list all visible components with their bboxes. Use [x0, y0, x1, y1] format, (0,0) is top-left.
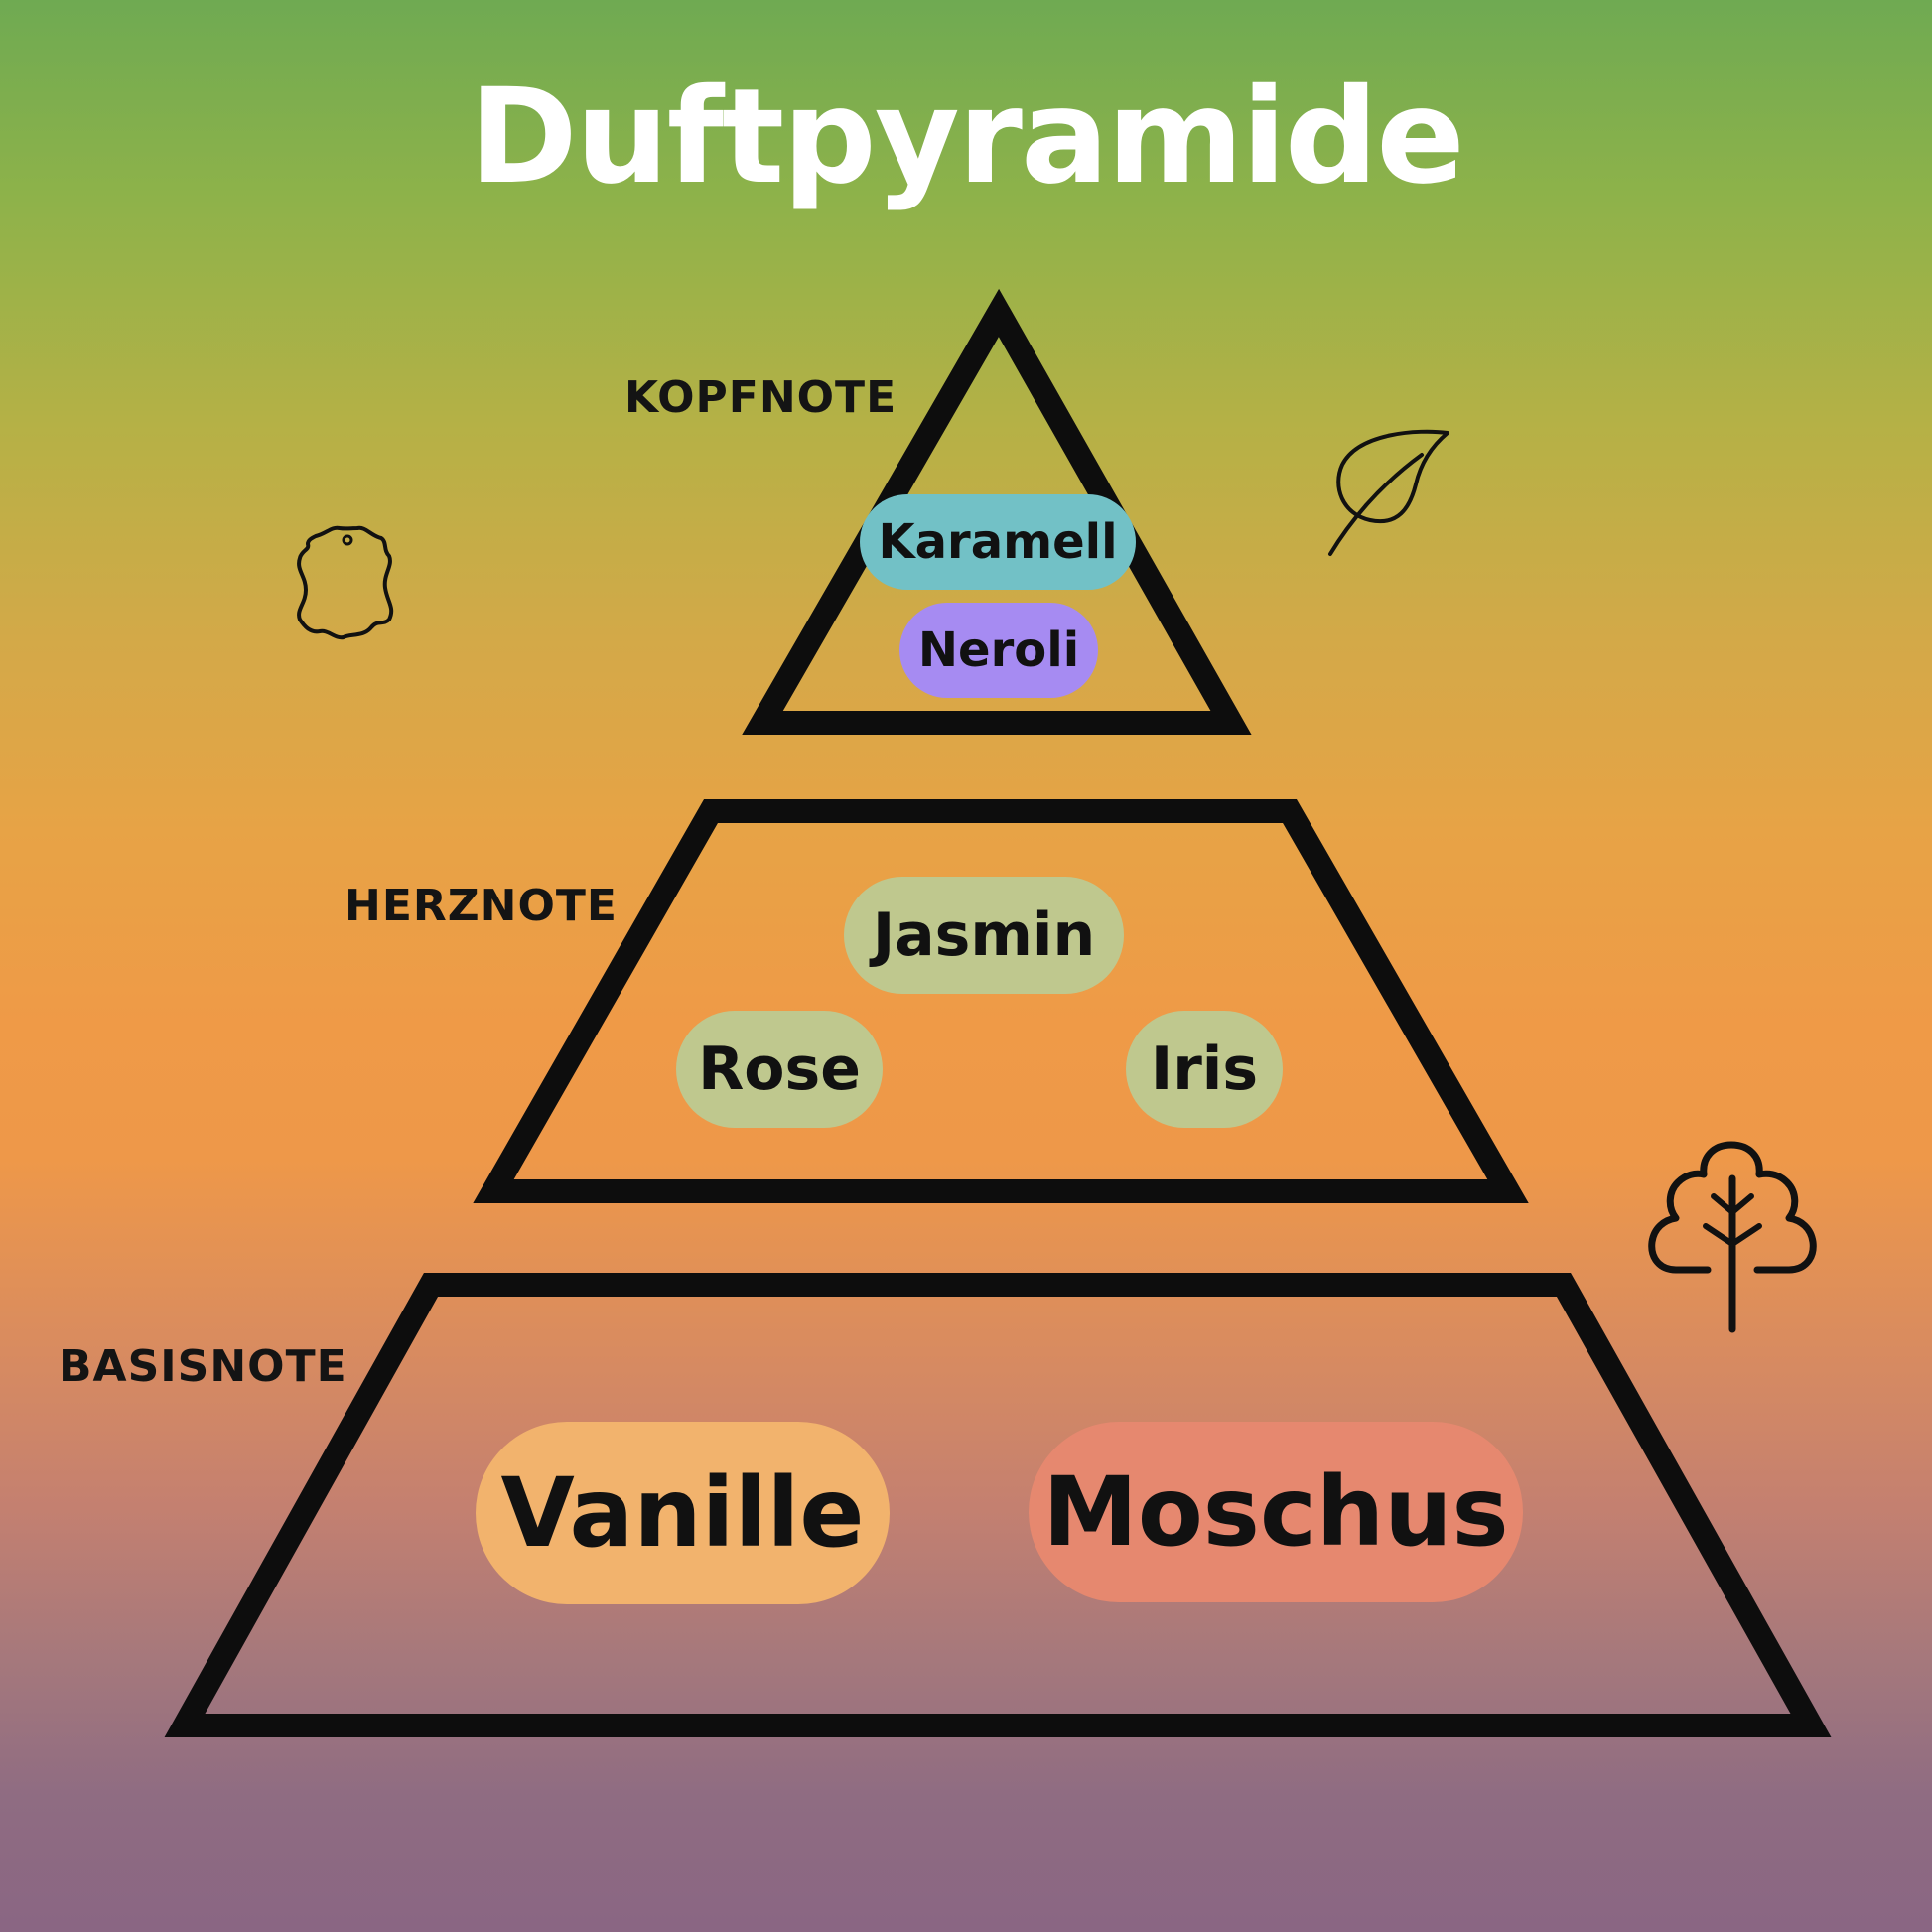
tier-label-basisnote: BASISNOTE — [59, 1341, 347, 1392]
tree-icon — [1648, 1141, 1817, 1333]
leaf-icon — [1328, 429, 1449, 556]
pyramid-middle-tier — [473, 799, 1529, 1203]
pyramid-base-tier — [164, 1273, 1832, 1737]
note-pill-vanille: Vanille — [476, 1422, 890, 1604]
note-pill-moschus: Moschus — [1029, 1422, 1523, 1602]
note-pill-neroli: Neroli — [899, 603, 1098, 698]
note-pill-rose: Rose — [676, 1011, 883, 1128]
tier-label-herznote: HERZNOTE — [345, 881, 618, 931]
note-pill-jasmin: Jasmin — [844, 877, 1124, 994]
tier-label-kopfnote: KOPFNOTE — [624, 372, 897, 423]
note-pill-karamell: Karamell — [860, 494, 1136, 590]
leather-icon — [297, 525, 394, 640]
page-title: Duftpyramide — [469, 61, 1465, 213]
note-pill-iris: Iris — [1126, 1011, 1283, 1128]
